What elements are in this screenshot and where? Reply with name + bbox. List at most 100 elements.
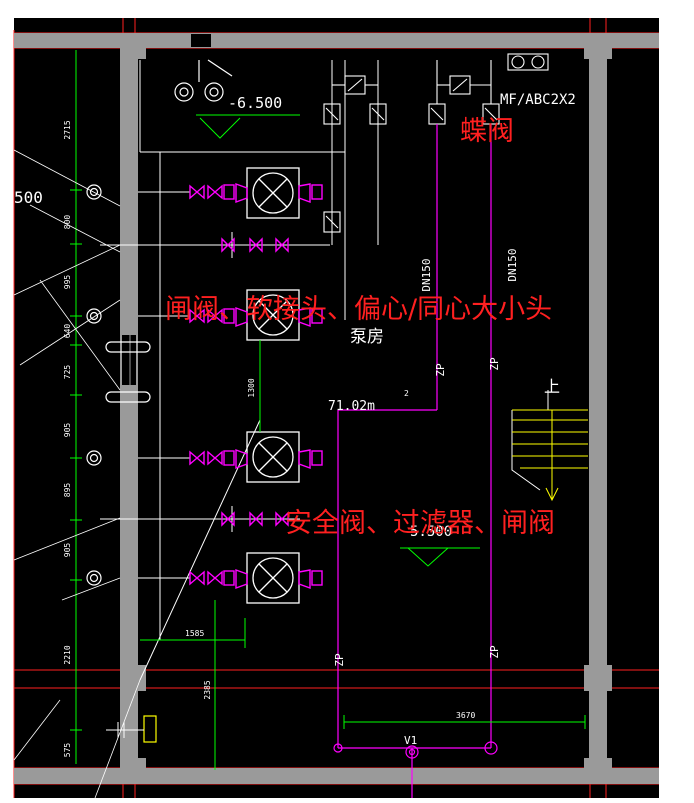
pipe-sleeve-inner — [89, 573, 99, 583]
column — [584, 33, 612, 59]
dimension-label: 725 — [63, 365, 72, 380]
elevation-triangle — [199, 117, 241, 139]
gate-valve — [207, 184, 223, 200]
butterfly-valve-box — [369, 103, 387, 125]
pump-room-label: 泵房 — [350, 327, 384, 347]
pump-code-label: MF/ABC2X2 — [500, 92, 576, 108]
gate-valve — [189, 570, 205, 586]
flexible-joint — [311, 308, 323, 324]
ref-line — [13, 699, 61, 761]
pipe-sleeve-wall — [105, 341, 151, 353]
dimension-label: 2385 — [203, 680, 212, 699]
flexible-joint — [311, 570, 323, 586]
dimension-label: 895 — [63, 483, 72, 498]
drain-pump-block — [174, 59, 233, 102]
safety-valve — [221, 237, 235, 253]
ref-line — [29, 204, 121, 253]
pipe-end — [484, 741, 498, 755]
dimension-label: 2715 — [63, 120, 72, 139]
extinguisher-box — [507, 53, 549, 71]
butterfly-valve-disc — [347, 78, 363, 92]
gate-valve — [275, 237, 289, 253]
ref-line — [13, 149, 121, 207]
pipe-dn-label: DN150 — [506, 248, 519, 281]
wall-opening — [122, 335, 136, 385]
dimension-label: 1300 — [247, 378, 256, 397]
drain-pump-inner — [179, 87, 189, 97]
dimension-label: 800 — [63, 215, 72, 230]
butterfly-valve-box — [323, 211, 341, 233]
v1-valve-inner — [408, 748, 416, 756]
valve-fittings — [189, 183, 323, 589]
wall-left — [120, 33, 138, 784]
flexible-joint — [223, 570, 235, 586]
pipe-sleeve — [86, 184, 102, 200]
elevation-mark-top — [196, 114, 300, 139]
wall-inner-lines — [129, 60, 599, 665]
pump-cross — [258, 442, 288, 472]
dimension-label: 995 — [63, 275, 72, 290]
sprinkler-pipes — [333, 124, 498, 798]
elevation-mid-label: 5.500 — [410, 524, 452, 540]
pipe-sleeve — [86, 570, 102, 586]
pipe-dn-label: DN150 — [420, 258, 433, 291]
dimension-label: 905 — [63, 543, 72, 558]
diagonal-pipe — [139, 419, 261, 681]
drain-pump-circle — [204, 82, 224, 102]
dimension-label: 1585 — [185, 629, 204, 638]
extinguisher-icon — [531, 55, 545, 69]
annotation-butterfly-valve: 蝶阀 — [460, 116, 514, 147]
dimension-chain-left — [70, 50, 82, 764]
pipe-sleeve — [86, 308, 102, 324]
pump-cross — [258, 563, 288, 593]
wall-opening — [191, 34, 211, 47]
ref-line — [94, 679, 141, 799]
pipe-sleeve-wall — [105, 391, 151, 403]
pipe-end — [333, 743, 343, 753]
butterfly-valve-disc — [484, 107, 498, 121]
zp-label: ZP — [434, 363, 447, 377]
reducer — [235, 307, 248, 327]
ref-line — [39, 279, 121, 391]
flexible-joint — [223, 450, 235, 466]
column — [120, 758, 146, 784]
ref-line — [61, 577, 121, 601]
reducer — [298, 183, 311, 203]
pipe-sleeve-inner — [89, 187, 99, 197]
elevation-left-label: 500 — [14, 188, 43, 207]
butterfly-valve-disc — [371, 107, 385, 121]
v1-valve — [405, 745, 419, 759]
reducer — [235, 183, 248, 203]
pipe-sleeves-left — [86, 184, 151, 586]
pump-1 — [246, 167, 300, 219]
pipe-sleeve-inner — [89, 453, 99, 463]
bottom-fittings — [106, 722, 144, 738]
ref-line — [13, 517, 121, 561]
butterfly-valve-disc — [430, 107, 444, 121]
elevation-top-label: -6.500 — [228, 94, 282, 112]
reducer — [235, 569, 248, 589]
stairs — [511, 390, 549, 491]
dimension-label: 575 — [63, 743, 72, 758]
dimension-label: 2210 — [63, 645, 72, 664]
reducer — [235, 449, 248, 469]
pump-cross — [258, 300, 288, 330]
stair-arrow — [545, 487, 559, 502]
gate-valve — [189, 308, 205, 324]
dimension-label: 640 — [63, 324, 72, 339]
column — [584, 665, 612, 691]
ref-line — [19, 299, 121, 366]
pump-cross — [258, 178, 288, 208]
pipe-sleeve-inner — [89, 311, 99, 321]
stair-outline — [511, 410, 541, 491]
drain-pump-circle — [174, 82, 194, 102]
reducer — [298, 569, 311, 589]
gate-valve — [189, 450, 205, 466]
pump-motor — [252, 436, 294, 478]
slope-label: 2 — [404, 389, 409, 398]
gate-valve — [207, 308, 223, 324]
gate-valve — [275, 511, 289, 527]
drain-pump-line — [207, 59, 233, 77]
reducer — [298, 449, 311, 469]
